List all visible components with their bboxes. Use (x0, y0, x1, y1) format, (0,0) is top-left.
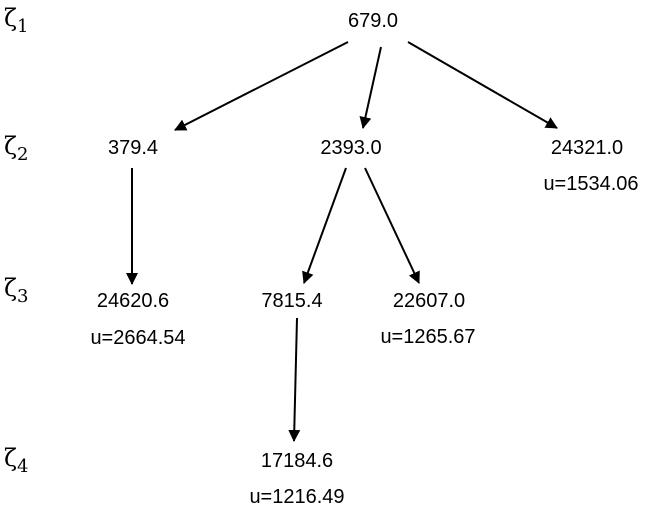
node-value-n2: 379.4 (108, 137, 158, 159)
node-u-n8: u=1216.49 (249, 486, 344, 508)
edge-n3-n7 (364, 167, 420, 284)
node-value-n4: 24321.0 (551, 137, 623, 159)
level-label-2: ζ2 (4, 132, 28, 165)
svg-text:ζ1: ζ1 (4, 4, 28, 37)
level-label-3: ζ3 (4, 274, 28, 307)
level-label-4: ζ4 (4, 444, 28, 477)
node-value-n5: 24620.6 (97, 290, 169, 312)
node-value-n7: 22607.0 (393, 290, 465, 312)
edge-n1-n4 (407, 41, 558, 129)
svg-text:ζ2: ζ2 (4, 132, 28, 165)
node-value-n1: 679.0 (348, 10, 398, 32)
edge-n1-n2 (174, 41, 349, 131)
level-label-1: ζ1 (4, 4, 28, 37)
node-value-n3: 2393.0 (320, 137, 381, 159)
node-u-n5: u=2664.54 (90, 327, 185, 349)
node-value-n8: 17184.6 (261, 450, 333, 472)
edge-n1-n3 (359, 46, 382, 129)
node-u-n4: u=1534.06 (543, 173, 638, 195)
edge-n6-n8 (288, 317, 301, 442)
svg-text:ζ3: ζ3 (4, 274, 28, 307)
node-u-n7: u=1265.67 (380, 326, 475, 348)
svg-text:ζ4: ζ4 (4, 444, 28, 477)
edge-n3-n6 (302, 167, 347, 284)
node-value-n6: 7815.4 (261, 290, 322, 312)
